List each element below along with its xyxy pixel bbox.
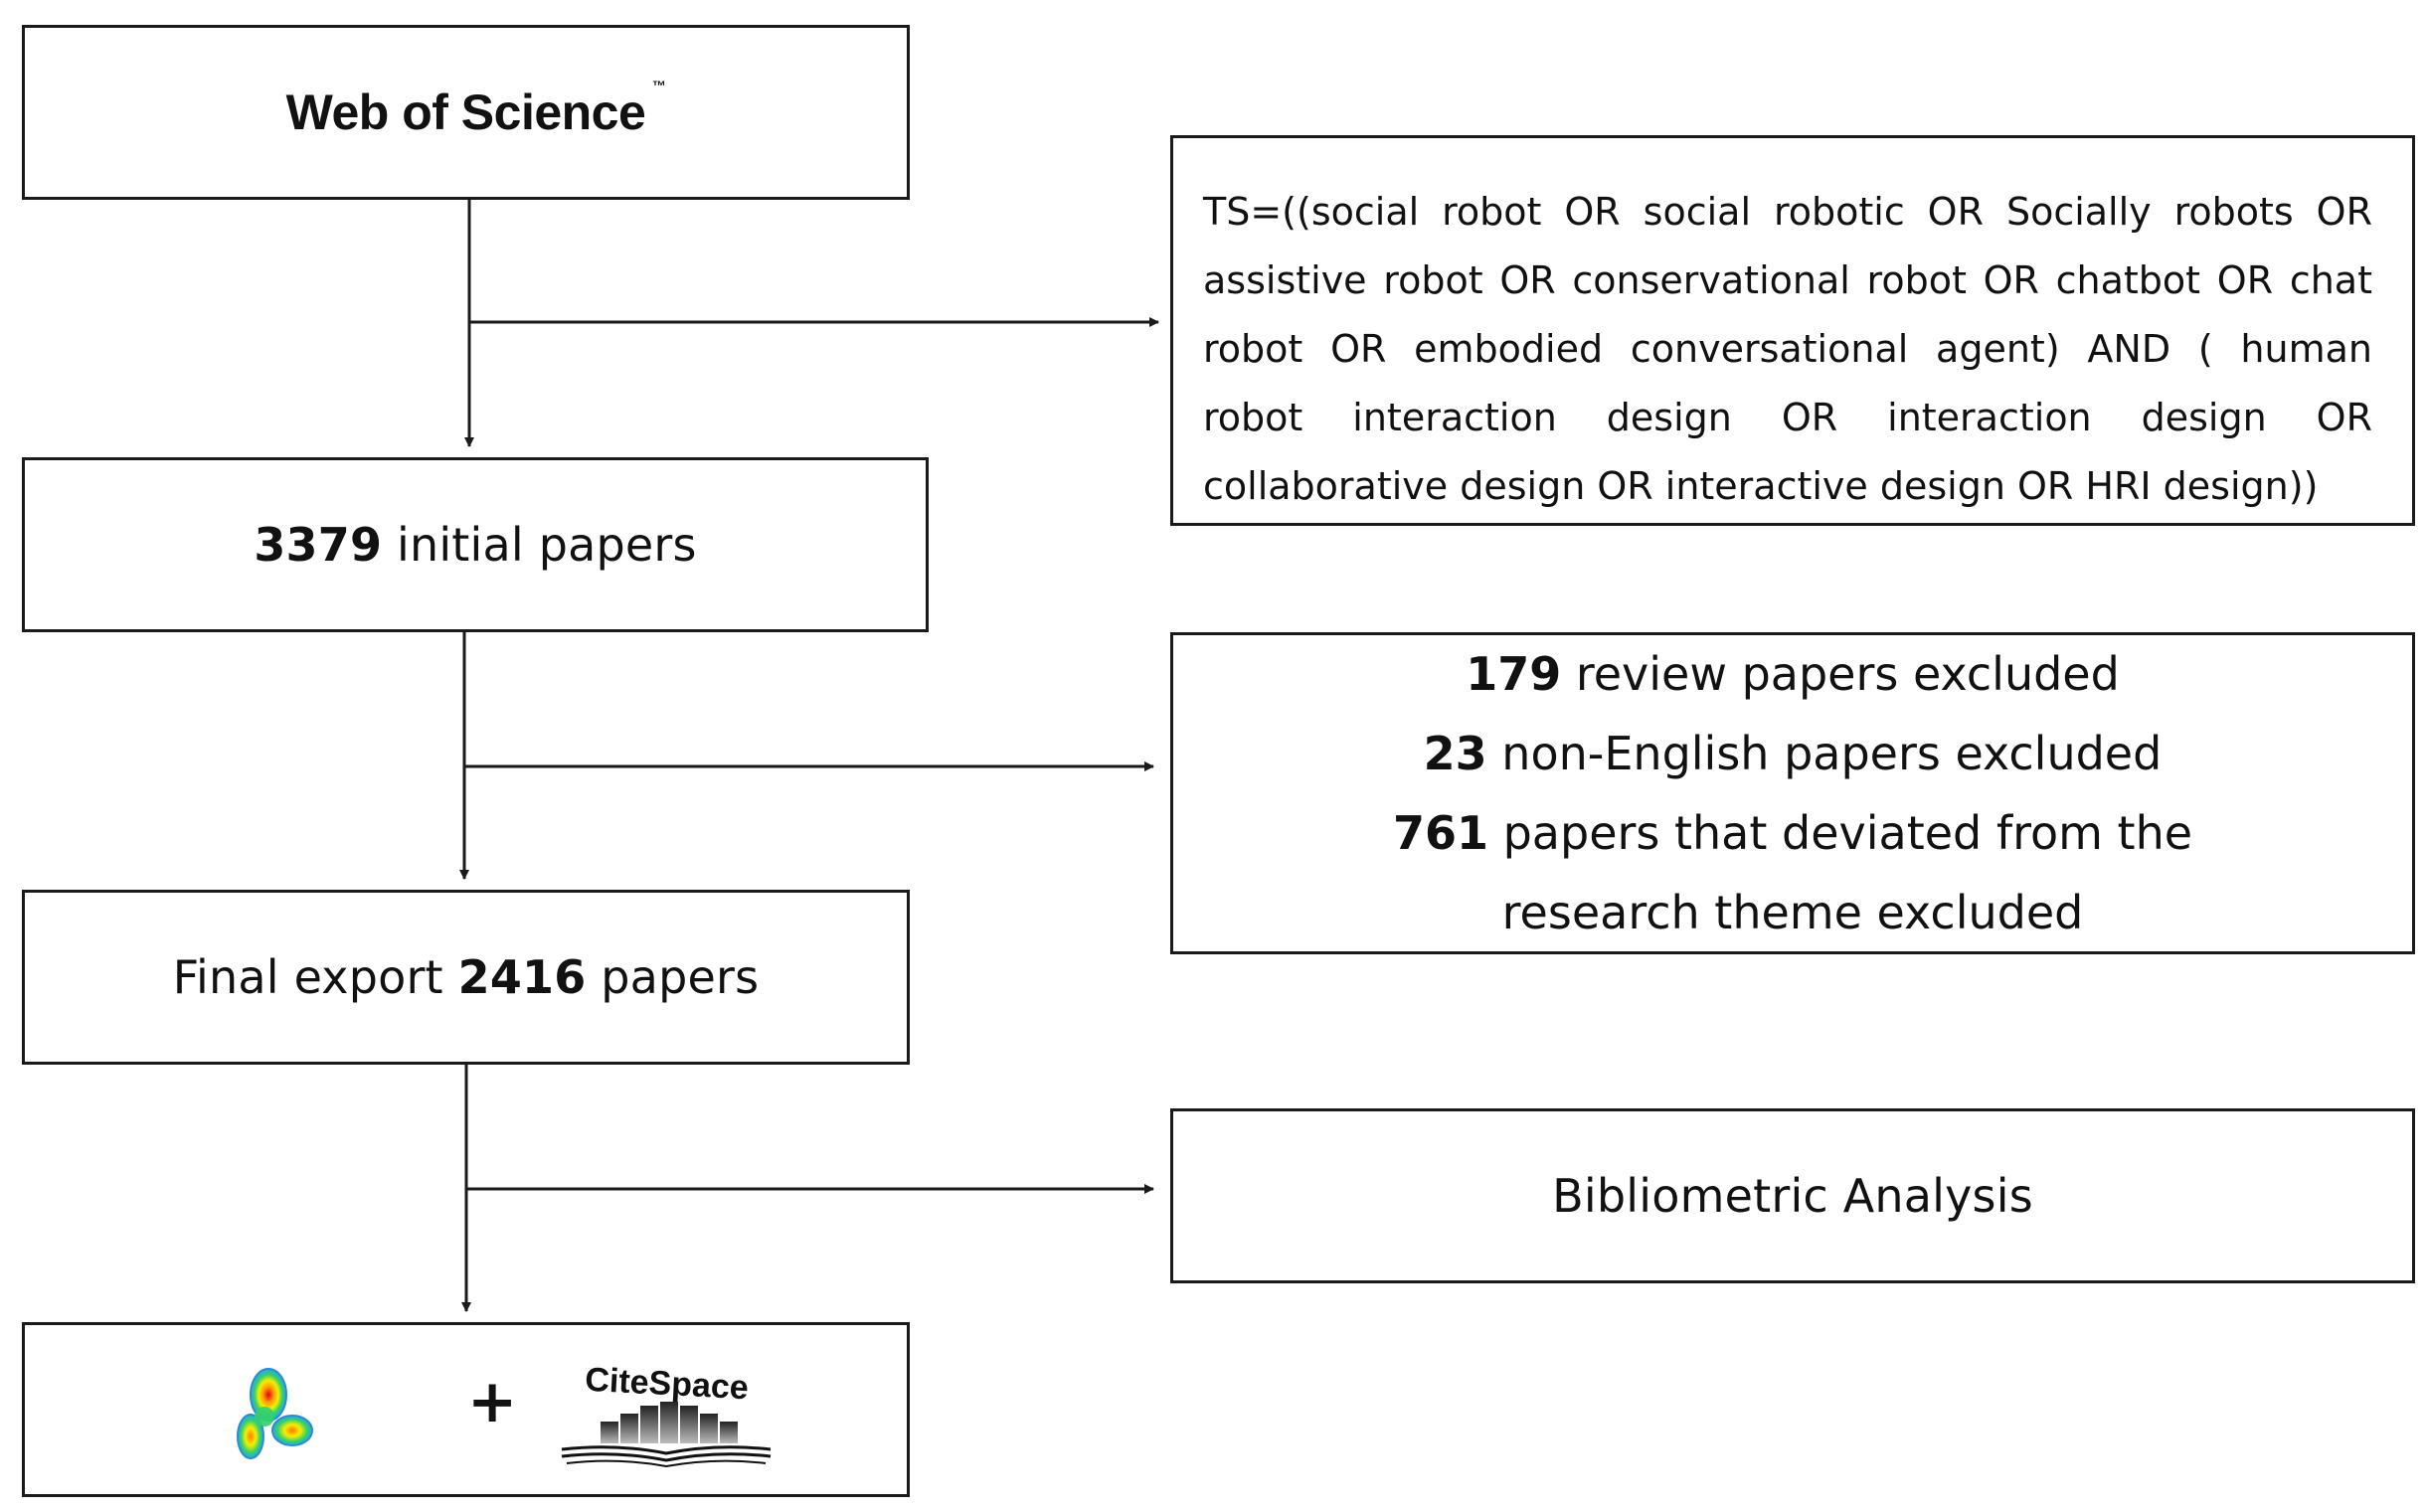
search-query-box: TS=((social robot OR social robotic OR S… <box>1170 135 2415 526</box>
exclusion-off-theme: 761 papers that deviated from the <box>1392 806 2193 860</box>
analysis-tools-box: + CiteSpace <box>22 1322 910 1497</box>
exclusions-box: 179 review papers excluded 23 non-Englis… <box>1170 632 2415 954</box>
exclusion-review: 179 review papers excluded <box>1466 647 2120 701</box>
final-export-count: 2416 <box>457 950 587 1004</box>
vosviewer-heatmap-logo-icon <box>237 1368 313 1459</box>
final-export-box: Final export 2416 papers <box>22 890 910 1065</box>
exclusion-non-english: 23 non-English papers excluded <box>1423 727 2163 780</box>
trademark-symbol: ™ <box>651 78 666 93</box>
web-of-science-box: Web of Science ™ <box>22 25 910 200</box>
final-export-label: Final export 2416 papers <box>172 950 760 1004</box>
web-of-science-logo: Web of Science ™ <box>285 78 666 140</box>
initial-papers-box: 3379 initial papers <box>22 457 929 632</box>
citespace-logo-icon: CiteSpace <box>561 1361 772 1468</box>
initial-papers-label: 3379 initial papers <box>254 518 697 572</box>
bibliometric-analysis-label: Bibliometric Analysis <box>1552 1169 2033 1223</box>
search-query-text: TS=((social robot OR social robotic OR S… <box>1203 190 2372 508</box>
citespace-logo-text: CiteSpace <box>584 1361 749 1408</box>
plus-sign: + <box>467 1367 518 1436</box>
initial-papers-count: 3379 <box>254 518 383 572</box>
exclusion-off-theme-continued: research theme excluded <box>1501 886 2084 939</box>
bibliometric-analysis-box: Bibliometric Analysis <box>1170 1108 2415 1283</box>
